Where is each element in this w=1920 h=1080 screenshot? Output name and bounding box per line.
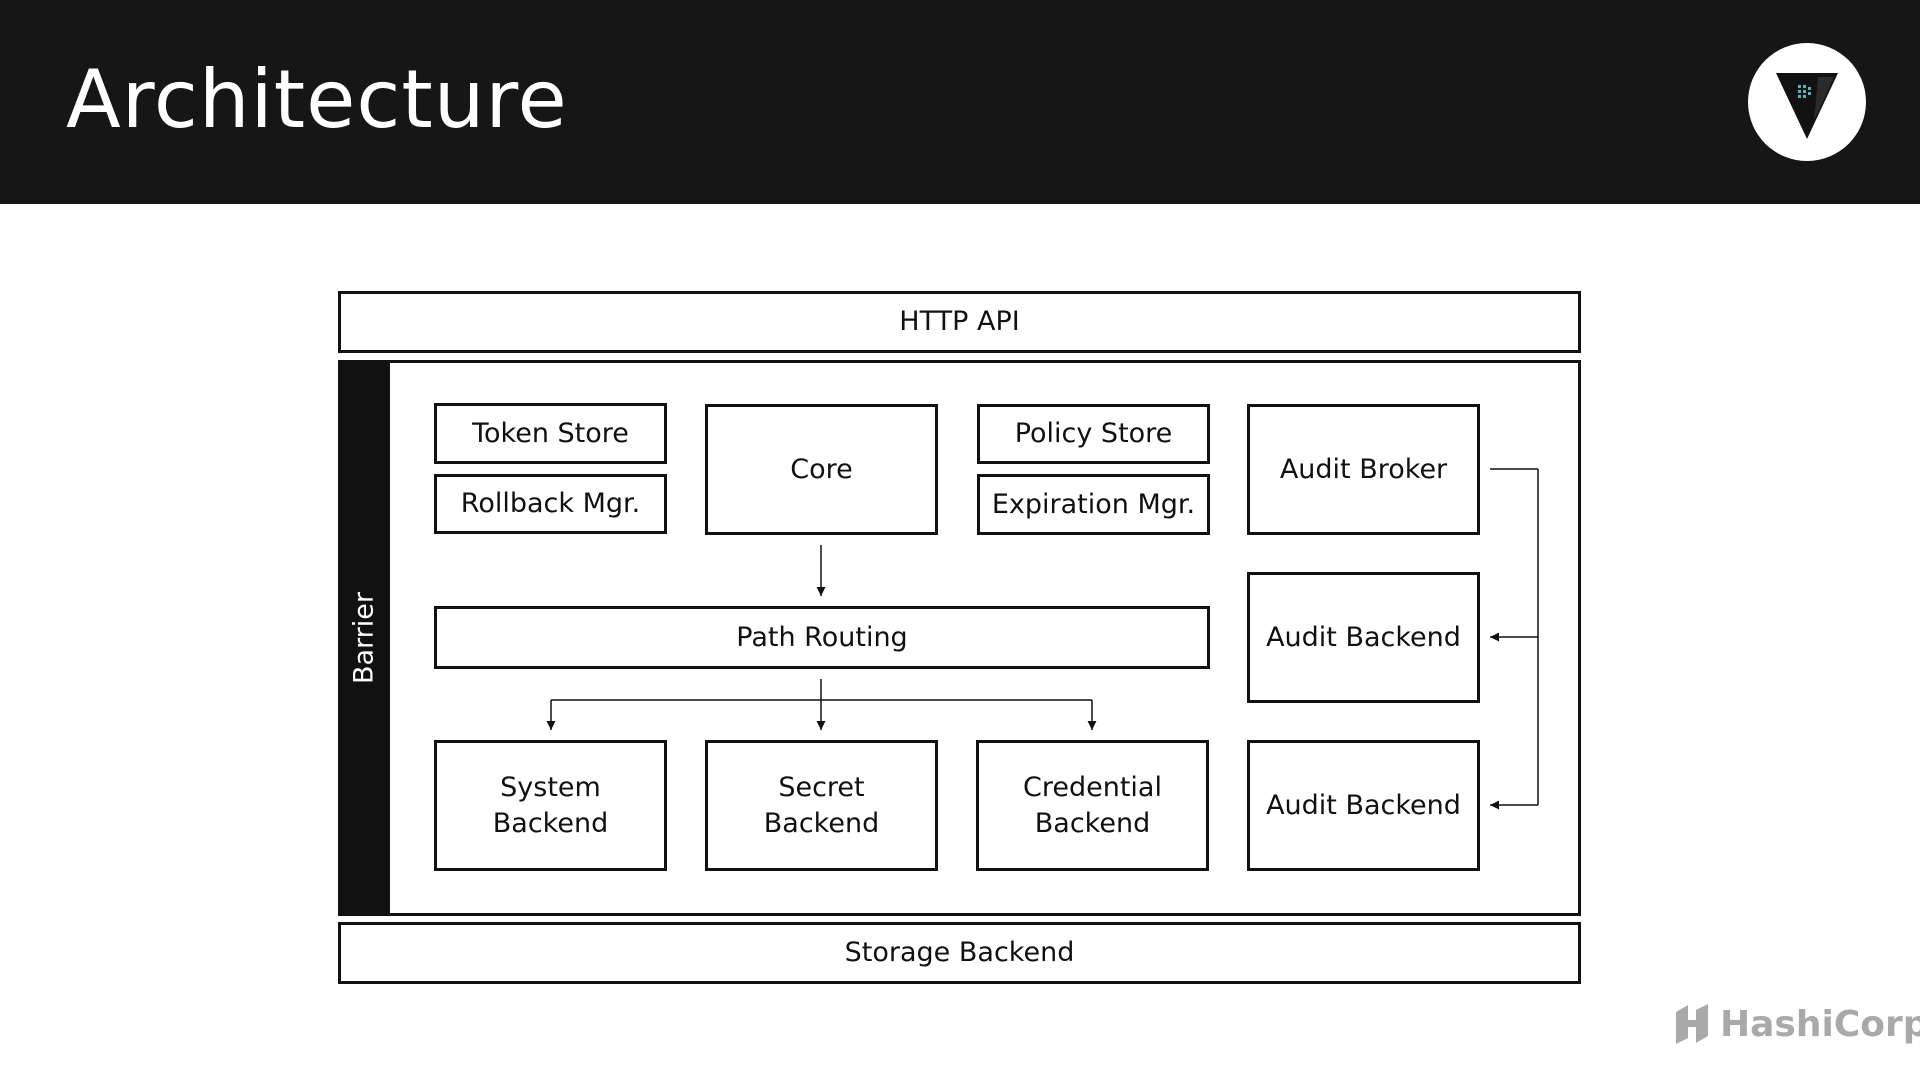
barrier-bar — [338, 360, 390, 916]
audit-backend-label-2: Audit Backend — [1266, 789, 1461, 821]
path-routing-label: Path Routing — [736, 621, 908, 653]
audit-backend-box-2: Audit Backend — [1247, 740, 1480, 871]
credential-backend-box: Credential Backend — [976, 740, 1209, 871]
secret-backend-label-line-2: Backend — [763, 807, 880, 839]
policy-store-label: Policy Store — [1014, 418, 1173, 449]
secret-backend-box: Secret Backend — [705, 740, 938, 871]
slide-header: Architecture — [0, 0, 1920, 204]
storage-backend-label: Storage Backend — [844, 937, 1075, 968]
policy-store-box: Policy Store — [977, 404, 1210, 464]
system-backend-label-line-1: System — [500, 771, 601, 803]
rollback-mgr-box: Rollback Mgr. — [434, 474, 667, 534]
secret-backend-label-line-1: Secret — [778, 771, 865, 803]
expiration-mgr-label: Expiration Mgr. — [991, 488, 1196, 520]
hashicorp-wordmark: HashiCorp — [1720, 1003, 1920, 1045]
hashicorp-brand: HashiCorp — [1672, 1000, 1920, 1048]
storage-backend-box: Storage Backend — [338, 922, 1581, 984]
audit-broker-box: Audit Broker — [1247, 404, 1480, 535]
core-box: Core — [705, 404, 938, 535]
token-store-box: Token Store — [434, 403, 667, 464]
core-label: Core — [790, 453, 853, 485]
audit-backend-label-1: Audit Backend — [1266, 621, 1461, 653]
credential-backend-label-line-2: Backend — [1034, 807, 1151, 839]
system-backend-label-line-2: Backend — [492, 807, 609, 839]
rollback-mgr-label: Rollback Mgr. — [460, 488, 641, 519]
hashicorp-logo-icon — [1676, 1004, 1708, 1044]
path-routing-box: Path Routing — [434, 606, 1210, 669]
audit-backend-box-1: Audit Backend — [1247, 572, 1480, 703]
audit-broker-label: Audit Broker — [1279, 453, 1448, 485]
http-api-box: HTTP API — [338, 291, 1581, 353]
token-store-label: Token Store — [472, 417, 629, 449]
system-backend-box: System Backend — [434, 740, 667, 871]
http-api-label: HTTP API — [899, 306, 1020, 337]
expiration-mgr-box: Expiration Mgr. — [977, 474, 1210, 535]
vault-logo-icon — [1748, 43, 1866, 161]
slide-title: Architecture — [66, 53, 568, 146]
credential-backend-label-line-1: Credential — [1023, 771, 1162, 803]
